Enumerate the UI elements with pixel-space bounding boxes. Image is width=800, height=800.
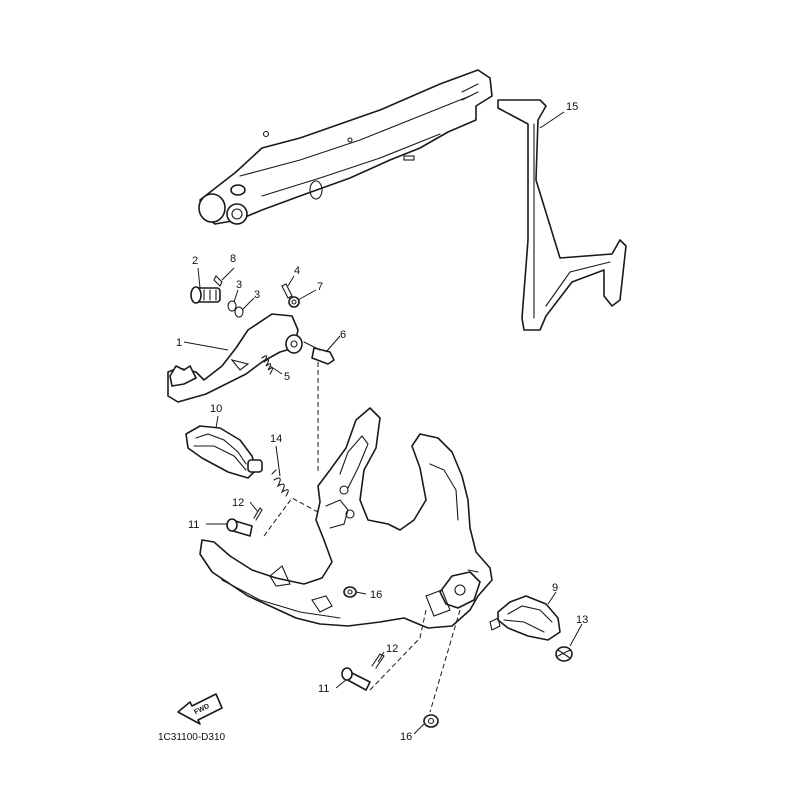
pedal-bolt	[303, 341, 335, 365]
callout-16a: 16	[370, 589, 382, 601]
cotter-pin-and-washer	[281, 283, 300, 308]
callout-3a: 3	[236, 279, 242, 291]
callout-2: 2	[192, 255, 198, 267]
callout-11b: 11	[318, 683, 329, 695]
footrest-left	[185, 425, 263, 479]
callout-16b: 16	[400, 731, 412, 743]
callout-numbers: 15 2 8 3 3 4 7 1 6 5 10 14 12 11 16 9 13…	[158, 101, 588, 743]
footrest-spring-right	[555, 646, 573, 662]
callout-6: 6	[340, 329, 346, 341]
callout-7: 7	[317, 281, 323, 293]
callout-13: 13	[576, 614, 588, 626]
callout-10: 10	[210, 403, 222, 415]
callout-12b: 12	[386, 643, 398, 655]
callout-5: 5	[284, 371, 290, 383]
o-rings	[227, 300, 244, 318]
footrest-right	[489, 595, 561, 641]
callout-11a: 11	[188, 519, 199, 531]
pedal-pivot-pin	[190, 275, 223, 304]
pedal-return-spring	[261, 355, 274, 375]
brake-pedal	[167, 313, 303, 403]
callout-8: 8	[230, 253, 236, 265]
callout-15: 15	[566, 101, 578, 113]
side-stand	[497, 99, 627, 331]
callout-12a: 12	[232, 497, 244, 509]
swingarm	[198, 69, 493, 225]
leader-lines	[183, 111, 583, 735]
footrest-spring	[271, 469, 289, 497]
callout-3b: 3	[254, 289, 260, 301]
frame	[199, 407, 493, 629]
washers	[343, 586, 439, 728]
fwd-arrow-icon	[177, 693, 223, 725]
footrest-pin-left	[226, 507, 263, 537]
callout-4: 4	[294, 265, 300, 277]
callout-9: 9	[552, 582, 558, 594]
callout-1: 1	[176, 337, 182, 349]
diagram-code: 1C31100-D310	[158, 732, 226, 743]
callout-14: 14	[270, 433, 282, 445]
footrest-pin-right	[341, 653, 385, 691]
